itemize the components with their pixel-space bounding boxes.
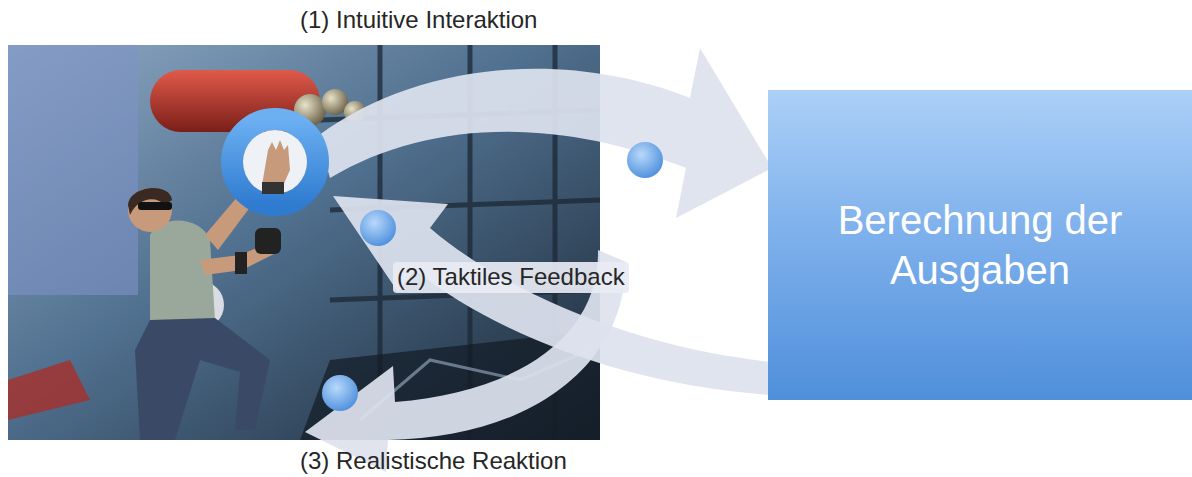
flow-arrow: [318, 48, 772, 218]
flow-dot: [360, 210, 396, 246]
arrow-label: (1) Intuitive Interaktion: [300, 6, 537, 35]
process-box: Berechnung der Ausgaben: [768, 90, 1192, 400]
hand-inset: [243, 130, 307, 194]
hand: [262, 140, 290, 188]
focus-ring: [232, 119, 318, 205]
box-text: Berechnung der Ausgaben: [792, 195, 1168, 295]
flow-dot: [322, 375, 358, 411]
flow-dot: [627, 142, 663, 178]
arrow-label: (3) Realistische Reaktion: [300, 447, 567, 476]
glove: [262, 182, 284, 194]
arrow-label: (2) Taktiles Feedback: [393, 262, 629, 293]
